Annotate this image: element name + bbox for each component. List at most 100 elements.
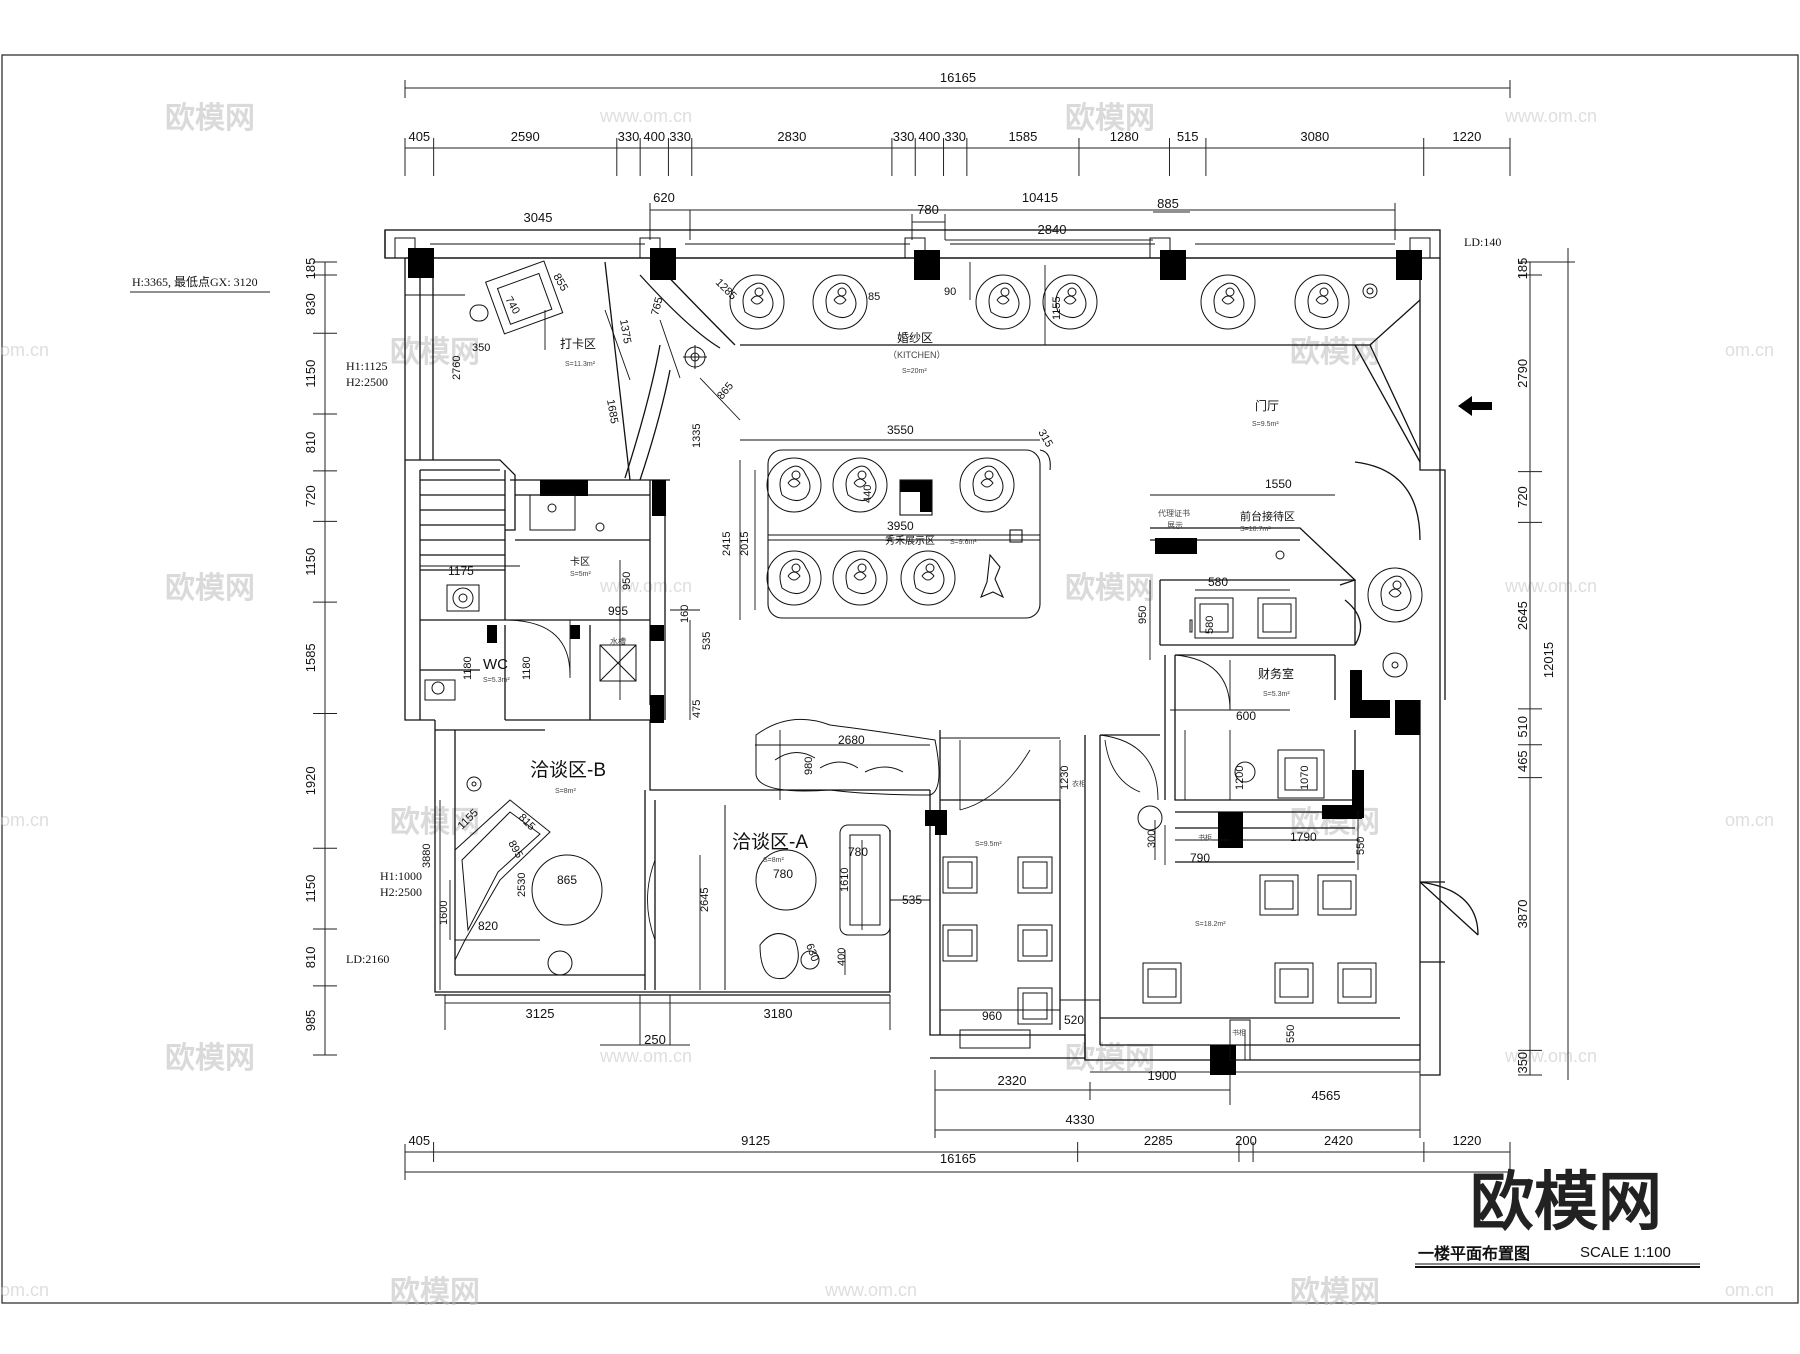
right-segment-dim: 2790 — [1515, 359, 1530, 388]
inner-dim: 950 — [1137, 606, 1149, 624]
inner-dim: 790 — [1190, 851, 1210, 865]
right-segment-dim: 2645 — [1515, 601, 1530, 630]
watermark: 欧模网 — [165, 102, 255, 135]
top-segment-dim: 2590 — [511, 129, 540, 144]
inner-dim: 950 — [621, 572, 633, 590]
inner-dim: 865 — [557, 873, 577, 887]
bottom-segment-dim: 200 — [1235, 1133, 1257, 1148]
dim-10415: 10415 — [1022, 190, 1058, 205]
inner-dim: 85 — [868, 291, 880, 303]
inner-dim: 1550 — [1265, 477, 1292, 491]
bottom-dimension-chain — [404, 995, 1511, 1180]
bottom-segment-dim: 2420 — [1324, 1133, 1353, 1148]
inner-dim: 3880 — [421, 844, 433, 868]
wedding-dress-icon — [729, 274, 785, 330]
room-label: 婚纱区 — [897, 331, 933, 345]
right-segment-dim: 720 — [1515, 486, 1530, 508]
left-segment-dim: 1150 — [303, 875, 318, 903]
cabinet-label: 衣柜 — [1072, 779, 1086, 788]
photo-corner-furniture — [424, 260, 637, 701]
inner-dim: 2760 — [451, 356, 463, 380]
top-segment-dim: 400 — [643, 129, 665, 144]
inner-dim: 1335 — [691, 424, 703, 448]
wedding-dress-icon — [1294, 274, 1350, 330]
meeting-b-furniture — [454, 776, 603, 976]
windows — [394, 237, 1431, 259]
inner-dim-lines — [404, 262, 1360, 1060]
inner-dim: 765 — [649, 296, 665, 317]
inner-dim: 2530 — [516, 873, 528, 897]
left-segment-dim: 1150 — [303, 360, 318, 388]
inner-dim: 3550 — [887, 423, 914, 437]
chair-icon — [942, 856, 978, 894]
inner-dim: 630 — [803, 942, 821, 963]
bottom-segment-dim: 9125 — [741, 1133, 770, 1148]
inner-dim: 2680 — [838, 733, 865, 747]
room-label: 前台接待区 — [1240, 509, 1295, 523]
chair-icon — [1017, 856, 1053, 894]
room-label: 财务室 — [1258, 666, 1294, 681]
reception-furniture — [1137, 550, 1408, 831]
watermark-url: www.om.cn — [824, 1280, 917, 1300]
title-block: 欧模网 一楼平面布置图 SCALE 1:100 — [1415, 1166, 1700, 1268]
right-segment-dim: 185 — [1515, 258, 1530, 280]
inner-dim: 400 — [836, 948, 848, 966]
inner-dim: 1790 — [1290, 830, 1317, 844]
dim-3045: 3045 — [524, 210, 553, 225]
inner-dim: 1175 — [448, 564, 474, 578]
left-segment-dim: 810 — [303, 432, 318, 454]
watermark-url: www.om.cn — [1504, 1046, 1597, 1066]
inner-dim: 550 — [1285, 1025, 1297, 1043]
watermark: 欧模网 — [1065, 102, 1155, 135]
right-dimension-chain — [1518, 248, 1575, 1080]
watermark: 欧模网 — [390, 336, 480, 369]
inner-dim: 1610 — [839, 868, 851, 892]
dim-12015: 12015 — [1541, 642, 1556, 678]
room-label: WC — [483, 656, 508, 673]
room-area: S=9.5m² — [1252, 421, 1279, 428]
inner-dim: 895 — [505, 839, 525, 861]
top-segment-dim: 1280 — [1110, 129, 1139, 144]
top-segment-dim: 3080 — [1300, 129, 1329, 144]
inner-dim: 1070 — [1299, 766, 1311, 790]
top-segment-dim: 1585 — [1008, 129, 1037, 144]
inner-dim: 1180 — [521, 656, 533, 680]
dim-780: 780 — [917, 202, 939, 217]
inner-dim: 90 — [944, 286, 956, 298]
inner-dim: 1600 — [438, 901, 450, 925]
room-area: S=5m² — [570, 571, 591, 578]
dim-620: 620 — [653, 190, 675, 205]
top-segment-dim: 2830 — [777, 129, 806, 144]
inner-dim: 820 — [478, 919, 498, 933]
watermark: 欧模网 — [165, 1042, 255, 1075]
inner-dim: 535 — [701, 632, 713, 650]
room-label: 洽谈区-B — [530, 759, 606, 781]
inner-dim: 980 — [803, 757, 815, 775]
cabinet-label: 书柜 — [1232, 1028, 1246, 1037]
watermark: 欧模网 — [390, 1276, 480, 1309]
inner-dim: 780 — [848, 845, 868, 859]
bottom-segment-dim: 1220 — [1452, 1133, 1481, 1148]
top-segment-dim: 1220 — [1452, 129, 1481, 144]
drawing-title: 一楼平面布置图 — [1418, 1244, 1530, 1263]
inner-dim: 855 — [550, 272, 570, 294]
watermark-url: om.cn — [1725, 1280, 1774, 1300]
inner-dim: 600 — [1236, 709, 1256, 723]
drawing-scale: SCALE 1:100 — [1580, 1244, 1671, 1261]
top-segment-dim: 330 — [944, 129, 966, 144]
dim-3180: 3180 — [764, 1006, 793, 1021]
inner-dim: 550 — [1355, 837, 1367, 855]
room-area: S=5.3m² — [1263, 691, 1290, 698]
watermark-url: www.om.cn — [599, 1046, 692, 1066]
inner-dim: 2645 — [699, 888, 711, 912]
h1-note-top: H1:1125 — [346, 359, 388, 373]
office-chairs — [942, 856, 1053, 1025]
watermark-url: om.cn — [0, 810, 49, 830]
left-segment-dim: 985 — [303, 1010, 318, 1032]
big-room-chairs — [959, 874, 1377, 1061]
wedding-dress-icon — [766, 457, 822, 513]
right-segment-dim: 465 — [1515, 750, 1530, 772]
room-label-sub: （KITCHEN） — [888, 350, 946, 360]
